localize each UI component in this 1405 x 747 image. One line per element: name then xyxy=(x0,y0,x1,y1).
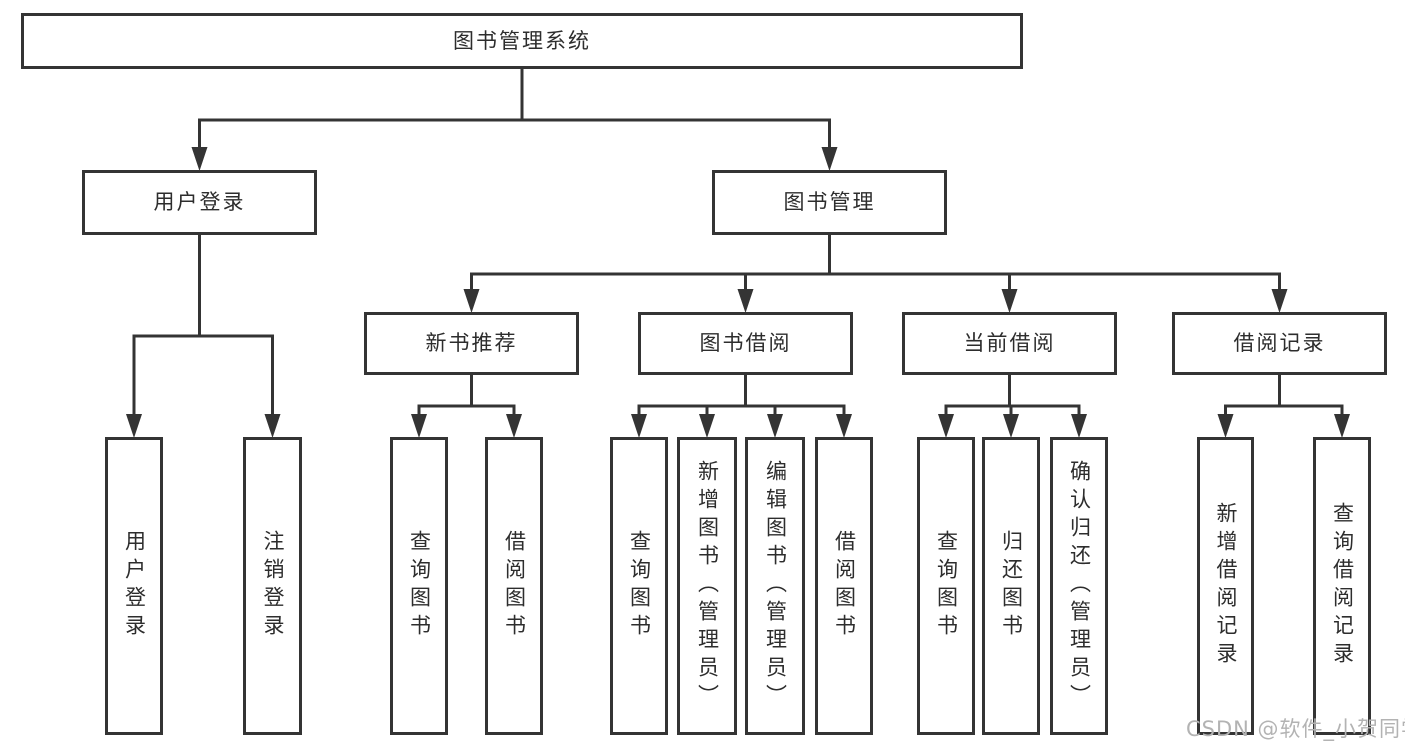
node-leaf-query-borrow-record: 查询借阅记录 xyxy=(1313,437,1371,735)
node-label-leaf-edit-book: 编辑图书（管理员） xyxy=(763,460,788,712)
arrowhead xyxy=(191,147,208,171)
node-current-borrowing: 当前借阅 xyxy=(902,312,1117,375)
arrowhead xyxy=(699,414,715,438)
node-leaf-query-book-1: 查询图书 xyxy=(390,437,448,735)
node-leaf-logout: 注销登录 xyxy=(243,437,302,735)
node-leaf-borrow-book-2: 借阅图书 xyxy=(815,437,873,735)
node-leaf-add-borrow-record: 新增借阅记录 xyxy=(1197,437,1254,735)
node-leaf-borrow-book-1: 借阅图书 xyxy=(485,437,543,735)
arrowhead xyxy=(767,414,783,438)
arrowhead xyxy=(1003,414,1019,438)
arrowhead xyxy=(126,414,142,438)
node-label-leaf-query-book-1: 查询图书 xyxy=(407,530,432,642)
node-borrowing-records: 借阅记录 xyxy=(1172,312,1387,375)
node-label-leaf-query-book-3: 查询图书 xyxy=(934,530,959,642)
node-label-new-book-recommend: 新书推荐 xyxy=(425,331,518,355)
arrowhead xyxy=(463,289,480,313)
arrowhead xyxy=(506,414,522,438)
node-book-borrowing: 图书借阅 xyxy=(638,312,853,375)
arrowhead xyxy=(631,414,647,438)
arrowhead xyxy=(836,414,852,438)
node-label-leaf-add-borrow-record: 新增借阅记录 xyxy=(1214,502,1238,670)
node-leaf-user-login: 用户登录 xyxy=(105,437,163,735)
arrowhead xyxy=(264,414,281,438)
node-label-leaf-query-borrow-record: 查询借阅记录 xyxy=(1330,502,1355,670)
node-label-leaf-borrow-book-2: 借阅图书 xyxy=(832,530,857,642)
arrowhead xyxy=(1001,289,1018,313)
node-label-leaf-add-book: 新增图书（管理员） xyxy=(695,460,720,712)
arrowhead xyxy=(821,147,838,171)
node-leaf-query-book-3: 查询图书 xyxy=(917,437,975,735)
node-label-current-borrowing: 当前借阅 xyxy=(963,331,1056,355)
node-label-leaf-query-book-2: 查询图书 xyxy=(627,530,652,642)
node-leaf-add-book: 新增图书（管理员） xyxy=(677,437,737,735)
node-root: 图书管理系统 xyxy=(21,13,1023,69)
arrowhead xyxy=(1271,289,1288,313)
node-leaf-query-book-2: 查询图书 xyxy=(610,437,668,735)
node-new-book-recommend: 新书推荐 xyxy=(364,312,579,375)
node-label-leaf-user-login: 用户登录 xyxy=(122,530,147,642)
node-label-borrowing-records: 借阅记录 xyxy=(1233,331,1326,355)
node-leaf-confirm-return: 确认归还（管理员） xyxy=(1050,437,1108,735)
node-leaf-return-book: 归还图书 xyxy=(982,437,1040,735)
arrowhead xyxy=(1217,414,1234,438)
arrowhead xyxy=(1071,414,1087,438)
node-label-leaf-confirm-return: 确认归还（管理员） xyxy=(1067,460,1092,712)
arrowhead xyxy=(938,414,954,438)
watermark-text: CSDN @软件_小贺同学 xyxy=(1186,717,1405,741)
node-label-leaf-return-book: 归还图书 xyxy=(999,530,1024,642)
node-label-leaf-borrow-book-1: 借阅图书 xyxy=(502,530,527,642)
node-book-management: 图书管理 xyxy=(712,170,947,235)
arrowhead xyxy=(1334,414,1350,438)
node-user-login: 用户登录 xyxy=(82,170,317,235)
node-leaf-edit-book: 编辑图书（管理员） xyxy=(745,437,805,735)
node-label-root: 图书管理系统 xyxy=(453,28,591,53)
arrowhead xyxy=(737,289,754,313)
node-label-user-login: 用户登录 xyxy=(153,190,246,214)
node-label-leaf-logout: 注销登录 xyxy=(261,530,285,642)
arrowhead xyxy=(411,414,427,438)
node-label-book-borrowing: 图书借阅 xyxy=(699,331,792,355)
node-label-book-management: 图书管理 xyxy=(783,190,876,214)
